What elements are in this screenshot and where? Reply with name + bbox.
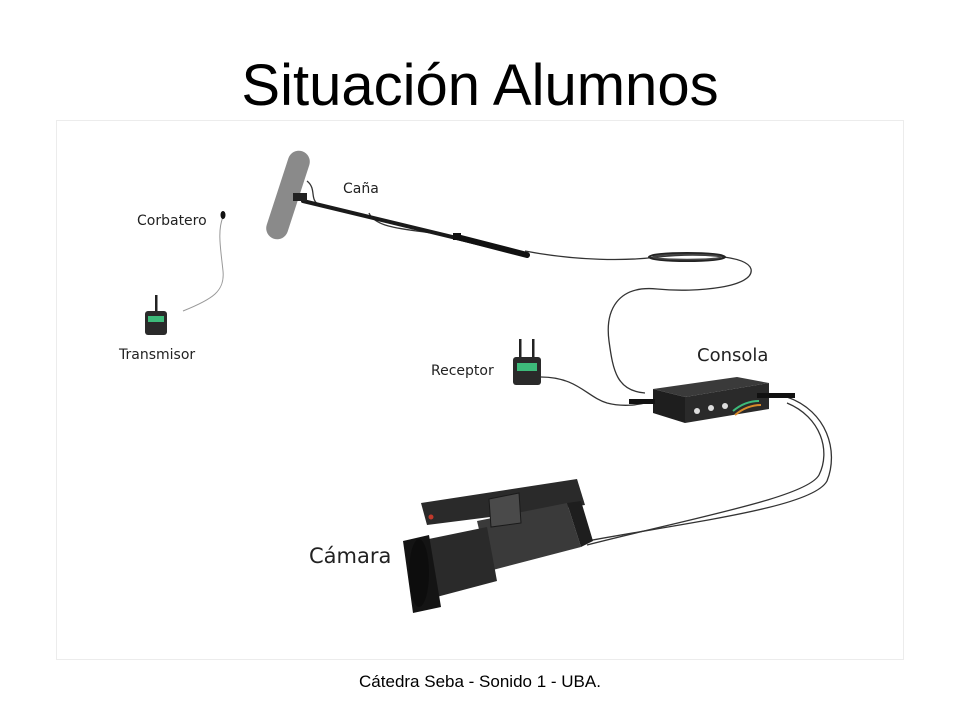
label-lavalier: Corbatero bbox=[137, 213, 207, 229]
slide-footer: Cátedra Seba - Sonido 1 - UBA. bbox=[359, 672, 601, 691]
transmitter-icon bbox=[145, 295, 167, 335]
boom-pole bbox=[301, 199, 530, 258]
mixer-camera-cable-2 bbox=[586, 402, 825, 546]
shotgun-mic-icon bbox=[266, 150, 310, 240]
boom-cable bbox=[524, 250, 752, 394]
lav-cable bbox=[182, 216, 224, 312]
receiver-icon bbox=[513, 339, 541, 385]
receiver-cable bbox=[540, 376, 646, 406]
label-camera: Cámara bbox=[309, 544, 391, 568]
coiled-cable bbox=[648, 252, 726, 262]
label-boom: Caña bbox=[343, 181, 379, 197]
diagram-frame: Caña Corbatero Transmisor Receptor Conso… bbox=[56, 120, 904, 660]
lavalier-mic-icon bbox=[220, 211, 226, 219]
camera-icon bbox=[403, 479, 593, 613]
mixer-console-icon bbox=[629, 377, 795, 423]
label-transmitter: Transmisor bbox=[118, 347, 195, 363]
label-mixer: Consola bbox=[697, 345, 768, 366]
mixer-camera-cable-1 bbox=[586, 396, 833, 542]
label-receiver: Receptor bbox=[431, 363, 494, 379]
slide-title: Situación Alumnos bbox=[241, 53, 719, 118]
audio-setup-diagram: Caña Corbatero Transmisor Receptor Conso… bbox=[118, 150, 833, 613]
